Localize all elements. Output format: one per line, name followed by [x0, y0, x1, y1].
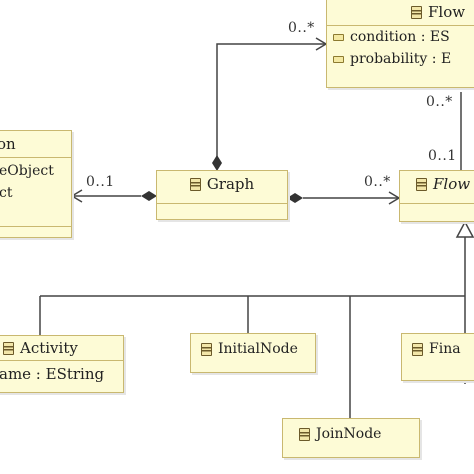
class-icon: [416, 177, 427, 191]
class-activity[interactable]: Activity ame : EString: [0, 335, 124, 393]
class-icon: [412, 342, 423, 356]
attribute-icon: [333, 33, 344, 41]
multiplicity-flow-flownode-upper: 0..*: [426, 94, 453, 110]
class-activity-header: Activity: [0, 336, 123, 360]
class-left-line: ct: [0, 182, 71, 204]
class-icon: [201, 342, 212, 356]
inheritance-arrowhead: [455, 220, 474, 238]
class-left-compartment: eObject ct: [0, 157, 71, 226]
class-left[interactable]: on eObject ct: [0, 130, 72, 238]
multiplicity-graph-flow-top: 0..*: [288, 20, 315, 36]
class-graph-name: Graph: [206, 175, 255, 193]
class-activity-name: Activity: [20, 339, 78, 357]
multiplicity-graph-left: 0..1: [86, 174, 115, 190]
arrowhead-left: [70, 189, 83, 203]
class-icon: [3, 341, 14, 355]
class-finalnode-header: Fina: [402, 334, 474, 364]
class-flow-header: Flow: [327, 0, 474, 25]
attribute-icon: [333, 55, 344, 63]
class-left-line-text: eObject: [0, 163, 54, 179]
multiplicity-graph-flownode: 0..*: [364, 174, 391, 190]
class-left-empty-compartment: [0, 226, 71, 227]
class-initialnode-name: InitialNode: [218, 341, 298, 357]
class-flow-attributes: condition : ES probability : E: [327, 25, 474, 70]
class-flownode-header: Flow: [400, 171, 474, 197]
attribute-row: ame : EString: [0, 361, 123, 387]
class-icon: [189, 177, 201, 191]
class-flownode-compartment: [400, 203, 474, 204]
composition-diamond-graph-flownode: [287, 193, 303, 203]
attribute-label: probability : E: [350, 51, 452, 67]
class-flownode[interactable]: Flow: [399, 170, 474, 222]
class-initialnode[interactable]: InitialNode: [190, 333, 316, 373]
attribute-label: ame : EString: [0, 365, 105, 383]
class-joinnode-header: JoinNode: [283, 419, 419, 449]
class-left-header: on: [0, 131, 71, 157]
attribute-label: condition : ES: [350, 29, 450, 45]
class-icon: [411, 5, 422, 19]
class-joinnode-name: JoinNode: [316, 426, 382, 442]
attribute-row: probability : E: [327, 48, 474, 70]
class-left-line-text: ct: [0, 185, 13, 201]
attribute-row: condition : ES: [327, 26, 474, 48]
edge-graph-flow: [216, 43, 326, 160]
class-flow-name: Flow: [428, 3, 466, 21]
class-left-name: on: [0, 135, 16, 153]
class-activity-attributes: ame : EString: [0, 360, 123, 387]
class-icon: [299, 427, 310, 441]
class-graph[interactable]: Graph: [156, 170, 288, 220]
multiplicity-flow-flownode-lower: 0..1: [428, 148, 457, 164]
class-flownode-name: Flow: [433, 175, 471, 193]
class-finalnode[interactable]: Fina: [401, 333, 474, 381]
composition-diamond-graph-flow: [212, 155, 222, 171]
class-flow[interactable]: Flow condition : ES probability : E: [326, 0, 474, 88]
class-initialnode-header: InitialNode: [191, 334, 315, 364]
class-finalnode-name: Fina: [429, 341, 461, 357]
class-graph-header: Graph: [157, 171, 287, 197]
composition-diamond-graph-left: [141, 191, 157, 201]
class-joinnode[interactable]: JoinNode: [282, 418, 420, 458]
class-left-line: eObject: [0, 160, 71, 182]
class-graph-compartment: [157, 203, 287, 204]
